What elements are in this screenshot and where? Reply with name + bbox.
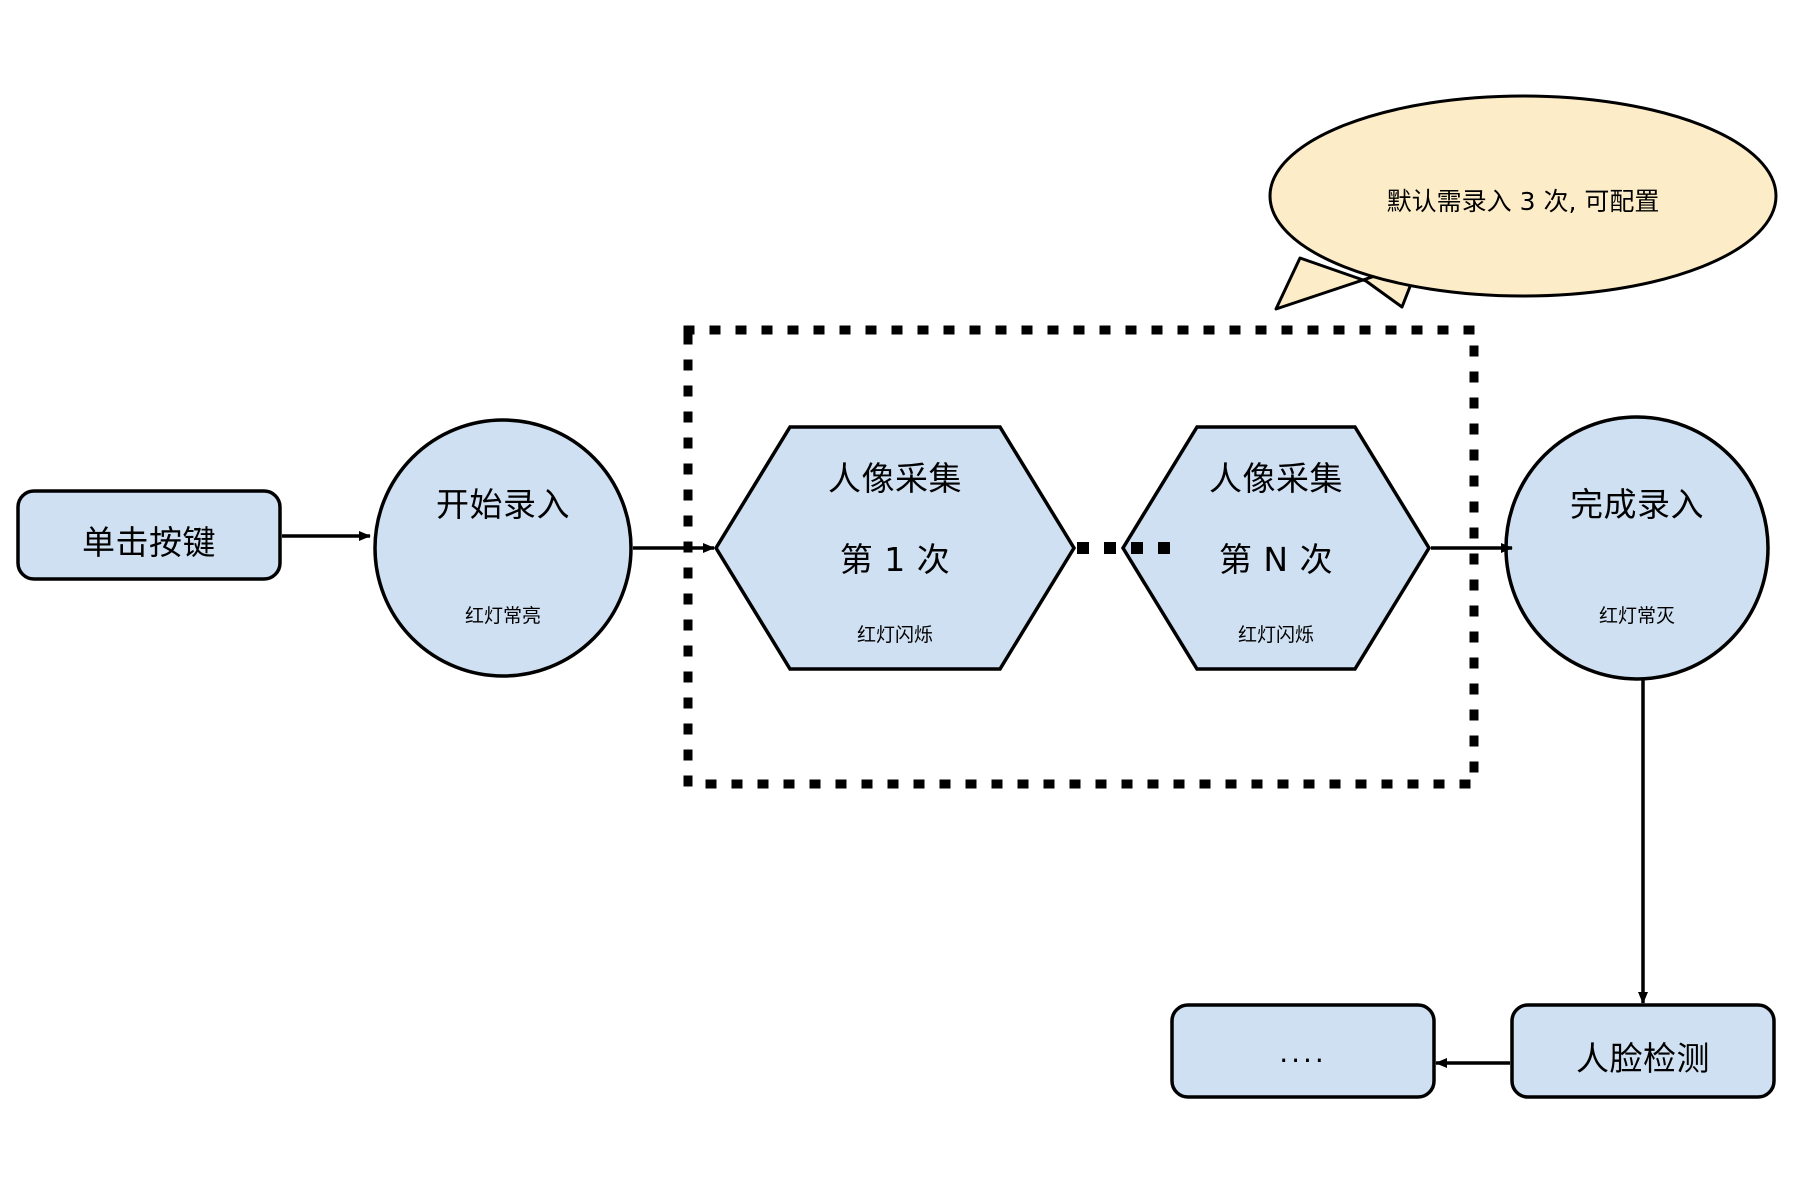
capture-loop-group [683,325,1479,789]
node-capture-first-shape[interactable] [713,425,1077,671]
callout-bubble [1268,94,1778,298]
node-finish-enroll-shape[interactable] [1504,415,1770,681]
node-capture-nth-shape[interactable] [1120,425,1432,671]
node-click-key-shape[interactable] [16,489,282,581]
ellipsis-between-captures [1077,542,1170,554]
node-face-detect-shape[interactable] [1510,1003,1776,1099]
callout-loop-note-shape [1268,94,1778,311]
node-start-enroll-shape[interactable] [373,418,633,678]
node-more-steps-shape[interactable] [1170,1003,1436,1099]
